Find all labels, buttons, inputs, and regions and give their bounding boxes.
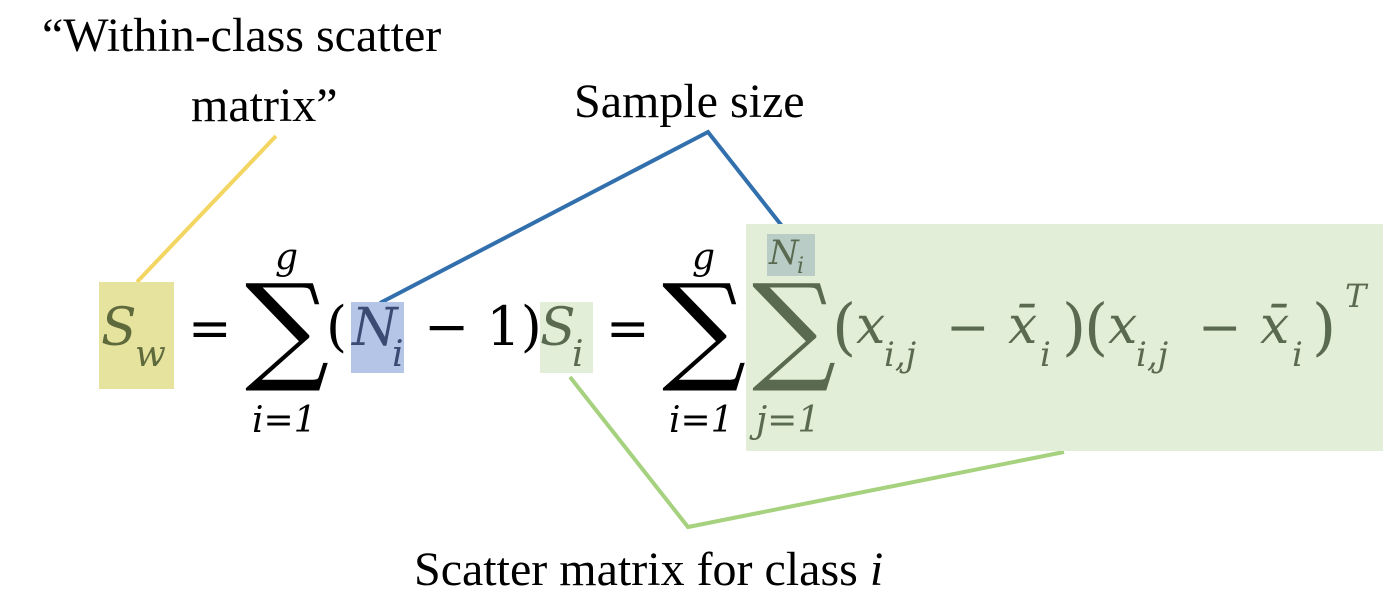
scatter-matrix-label: Scatter matrix for class i <box>414 546 883 594</box>
term2-x-subscript: i,j <box>1136 335 1169 375</box>
sum3-upper-n: N <box>769 233 799 273</box>
sw-subscript: w <box>135 334 166 375</box>
scatter-matrix-label-var: i <box>869 543 884 596</box>
ni-highlight <box>351 302 404 373</box>
within-class-label-line2: matrix” <box>191 79 338 132</box>
sum3-lower-limit: j=1 <box>756 400 821 441</box>
inner-sum-highlight <box>746 224 1383 451</box>
sum2-lower-limit: i=1 <box>669 400 734 441</box>
sum3-upper-i: i <box>797 254 805 279</box>
term2-xbar: x̄ <box>1260 296 1290 356</box>
equals-sign-1: = <box>188 299 232 359</box>
minus-one-rparen: − 1) <box>424 295 542 358</box>
term2-minus: − <box>1198 298 1242 358</box>
term2-rparen: ) <box>1312 290 1337 363</box>
sample-size-label: Sample size <box>574 75 805 128</box>
term1-lparen: ( <box>832 290 857 363</box>
term1-x: x <box>856 296 886 356</box>
term1-xbar-subscript: i <box>1040 335 1051 375</box>
sw-symbol: S <box>101 298 137 358</box>
term1-minus: − <box>946 298 990 358</box>
term2-x: x <box>1108 296 1138 356</box>
sum1-symbol: ∑ <box>245 258 330 396</box>
sum3-symbol: ∑ <box>752 258 837 396</box>
term1-rparen: ) <box>1062 290 1087 363</box>
ni-subscript: i <box>392 334 404 375</box>
within-class-label-line1: “Within-class scatter <box>42 9 442 62</box>
scatter-matrix-label-text: Scatter matrix for class <box>414 543 870 596</box>
term1-x-subscript: i,j <box>884 335 917 375</box>
transpose-superscript: T <box>1345 277 1367 315</box>
si-symbol: S <box>540 298 576 358</box>
sum1-lower-limit: i=1 <box>252 400 317 441</box>
sum2-symbol: ∑ <box>662 258 747 396</box>
term1-xbar: x̄ <box>1008 296 1038 356</box>
si-subscript: i <box>572 334 584 375</box>
ni-symbol: N <box>352 298 398 358</box>
equals-sign-2: = <box>606 299 650 359</box>
term2-lparen: ( <box>1084 290 1109 363</box>
sum1-upper-limit: g <box>275 237 299 278</box>
ni-top-highlight <box>767 234 815 276</box>
term2-xbar-subscript: i <box>1292 335 1303 375</box>
lparen-1: ( <box>326 295 348 358</box>
si-highlight <box>540 302 593 373</box>
sum2-upper-limit: g <box>692 237 716 278</box>
sw-highlight <box>99 282 174 389</box>
